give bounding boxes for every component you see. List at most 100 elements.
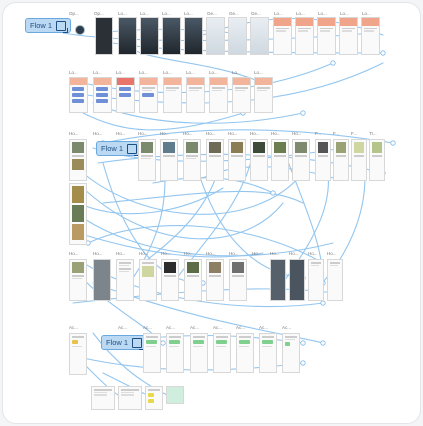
screen-thumbnail[interactable] [271,139,289,181]
frame-label: Ho... [139,251,149,256]
screen-thumbnail[interactable] [166,333,184,373]
frame-label: Lo... [296,11,305,16]
screen-thumbnail[interactable] [163,77,182,113]
screen-thumbnail[interactable] [93,259,111,301]
screen-thumbnail[interactable] [333,139,349,181]
frame-label: Ho... [327,251,337,256]
frame-label: Ho... [292,131,302,136]
flow-tag-label: Flow 1 [30,21,53,30]
screen-thumbnail[interactable] [259,333,277,373]
frame-label: Lo... [274,11,283,16]
frame-label: Ho... [289,251,299,256]
frame-label: Ho... [206,131,216,136]
screen-thumbnail[interactable] [93,77,112,113]
screen-thumbnail[interactable] [236,333,254,373]
screen-thumbnail[interactable] [232,77,251,113]
screen-thumbnail[interactable] [228,139,246,181]
screen-thumbnail[interactable] [139,259,157,301]
screen-thumbnail[interactable] [282,333,300,373]
frame-label: Ho... [184,251,194,256]
screen-thumbnail[interactable] [206,17,225,55]
frame-label: Op... [69,11,79,16]
screen-thumbnail[interactable] [69,259,87,301]
frame-label: Ac... [69,325,79,330]
screen-thumbnail[interactable] [250,17,269,55]
frame-label: Lo... [340,11,349,16]
frame-label: Lo... [254,70,263,75]
screen-thumbnail[interactable] [160,139,178,181]
screen-thumbnail[interactable] [206,139,224,181]
frame-label: F... [333,131,340,136]
screen-thumbnail[interactable] [69,333,87,375]
screen-thumbnail[interactable] [315,139,331,181]
frame-label: Lo... [140,11,149,16]
frame-label: Lo... [118,11,127,16]
frame-label: Lo... [318,11,327,16]
frame-label: Ac... [166,325,176,330]
screen-thumbnail[interactable] [228,17,247,55]
flow-start-tag[interactable]: Flow 1 [25,18,72,33]
component-thumbnail[interactable] [145,386,163,410]
screen-thumbnail[interactable] [116,77,135,113]
screen-thumbnail[interactable] [138,139,156,181]
screen-thumbnail[interactable] [190,333,208,373]
frame-label: Lo... [93,70,102,75]
frame-label: Lo... [232,70,241,75]
frame-label: Ho... [183,131,193,136]
frame-label: Ho... [138,131,148,136]
screen-thumbnail[interactable] [327,259,343,301]
screen-thumbnail[interactable] [308,259,324,301]
component-thumbnail[interactable] [91,386,115,410]
screen-thumbnail[interactable] [254,77,273,113]
screen-thumbnail[interactable] [273,17,292,55]
screen-thumbnail[interactable] [339,17,358,55]
frame-label: Lo... [116,70,125,75]
screen-thumbnail[interactable] [95,17,113,55]
frame-label: Lo... [186,70,195,75]
screen-thumbnail[interactable] [213,333,231,373]
flow-tag-label: Flow 1 [101,144,124,153]
screen-thumbnail[interactable] [369,139,385,181]
prototype-links [62,17,396,401]
screen-thumbnail[interactable] [206,259,224,301]
screen-thumbnail[interactable] [116,259,134,301]
screen-thumbnail[interactable] [229,259,247,301]
frame-label: Ho... [93,131,103,136]
screen-thumbnail[interactable] [292,139,310,181]
frame-label: Ho... [69,131,79,136]
screen-thumbnail[interactable] [139,77,158,113]
screen-thumbnail[interactable] [69,139,87,181]
flow-start-tag[interactable]: Flow 1 [101,335,148,350]
screen-thumbnail[interactable] [118,17,137,55]
screen-thumbnail[interactable] [140,17,159,55]
component-thumbnail[interactable] [118,386,142,410]
frame-label: F... [351,131,358,136]
screen-thumbnail[interactable] [289,259,305,301]
screen-thumbnail[interactable] [162,17,181,55]
user-avatar-icon [75,25,85,35]
frame-label: Ac... [236,325,246,330]
screen-thumbnail[interactable] [351,139,367,181]
frame-label: Ho... [229,251,239,256]
screen-thumbnail[interactable] [209,77,228,113]
screen-thumbnail[interactable] [184,259,202,301]
screen-thumbnail[interactable] [317,17,336,55]
screen-thumbnail[interactable] [270,259,286,301]
frame-label: Ac... [213,325,223,330]
screen-thumbnail[interactable] [161,259,179,301]
screen-thumbnail[interactable] [183,139,201,181]
component-thumbnail[interactable] [166,386,184,404]
screen-thumbnail[interactable] [69,77,88,113]
flow-start-tag[interactable]: Flow 1 [96,141,143,156]
screen-thumbnail[interactable] [295,17,314,55]
screen-thumbnail[interactable] [250,139,268,181]
screen-thumbnail[interactable] [143,333,161,373]
frame-label: Ge... [207,11,217,16]
screen-thumbnail[interactable] [361,17,380,55]
screen-thumbnail[interactable] [184,17,203,55]
screen-thumbnail[interactable] [186,77,205,113]
screen-thumbnail-scroll[interactable] [69,183,87,245]
frame-label: Ho... [160,131,170,136]
frame-label: Ac... [143,325,153,330]
